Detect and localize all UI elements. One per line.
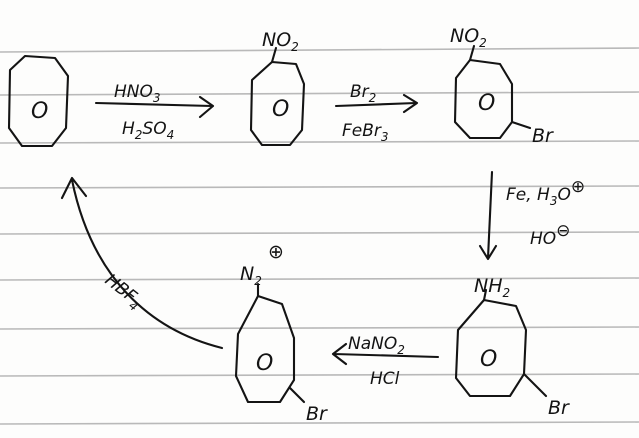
reaction-arrow — [60, 176, 224, 350]
substituent-bond — [468, 44, 476, 62]
bromo-group: Br — [532, 125, 554, 147]
reagent-bottom: FeBr3 — [342, 121, 389, 144]
ring-label: O — [478, 91, 495, 116]
ring-label: O — [272, 97, 289, 122]
nitration-step: HNO3 H2SO4 — [94, 82, 215, 142]
ring-label: O — [31, 99, 48, 124]
bromination-step: Br2 FeBr3 — [334, 82, 419, 144]
reduction-step: Fe, H3O⊕ HO⊖ — [478, 170, 585, 261]
amino-group: NH2 — [474, 275, 510, 300]
bromoaniline: NH2 Br O — [454, 275, 570, 419]
bromo-group: Br — [548, 397, 570, 419]
ring-label: O — [480, 347, 497, 372]
reaction-arrow — [331, 342, 440, 366]
ring-label: O — [256, 351, 273, 376]
benzene-ring — [249, 60, 306, 147]
nitro-group: NO2 — [450, 25, 487, 50]
reagent-top: NaNO2 — [348, 334, 405, 357]
reaction-arrow — [94, 95, 215, 119]
bromo-group: Br — [306, 403, 328, 425]
reaction-arrow — [334, 93, 419, 114]
reagent: HBF4 — [99, 270, 146, 314]
reaction-arrow — [478, 170, 498, 261]
reagent-bottom: H2SO4 — [122, 119, 174, 142]
substituent-bond — [270, 46, 278, 64]
benzene-ring — [7, 54, 70, 148]
diazonium-salt: N2 ⊕ Br O — [234, 241, 328, 425]
benzene-ring — [234, 294, 296, 404]
reagent-top: Br2 — [350, 82, 376, 105]
substituent-bond — [510, 120, 532, 130]
substituent-bond — [482, 288, 488, 302]
reagent-top: HNO3 — [114, 82, 161, 105]
ruled-lines — [0, 47, 639, 425]
reagent-bottom: HCl — [370, 369, 400, 389]
schiemann-step: HBF4 — [60, 176, 224, 350]
reagent-top: Fe, H3O⊕ — [506, 177, 585, 208]
substituent-bond — [288, 386, 306, 404]
benzene-start: O — [7, 54, 70, 148]
nitrobenzene: NO2 O — [249, 29, 306, 147]
substituent-bond — [522, 372, 548, 398]
positive-charge: ⊕ — [268, 241, 284, 263]
diazotization-step: NaNO2 HCl — [331, 334, 440, 389]
nitro-group: NO2 — [262, 29, 299, 54]
diazonium-group: N2 — [240, 263, 262, 288]
bromo-nitrobenzene: NO2 Br O — [450, 25, 554, 147]
reagent-bottom: HO⊖ — [530, 221, 570, 249]
